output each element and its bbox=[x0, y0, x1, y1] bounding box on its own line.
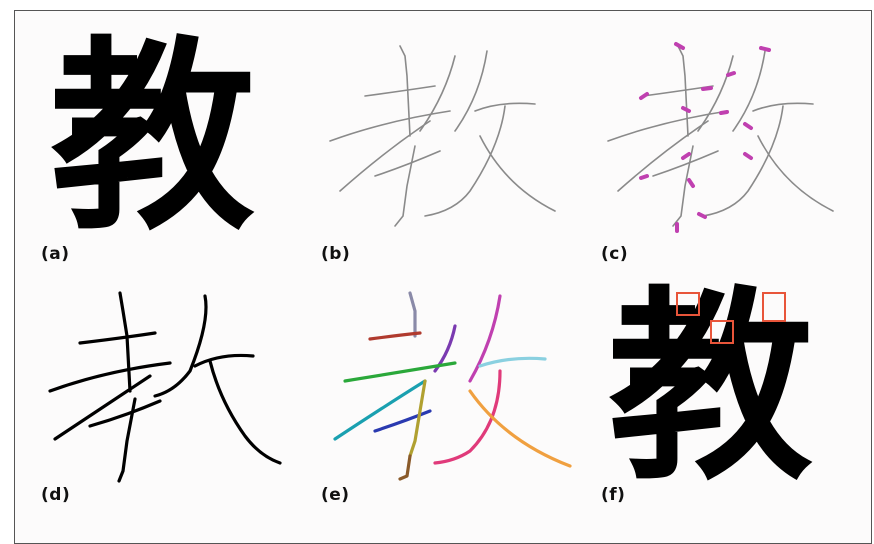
stroke-lightblue bbox=[478, 356, 547, 368]
highlight-box-3 bbox=[762, 292, 786, 322]
highlight-box-2 bbox=[710, 320, 734, 344]
figure-frame: 教 (a) (b) bbox=[14, 10, 872, 544]
glyph-character-a: 教 bbox=[50, 18, 255, 258]
panel-e: (e) bbox=[315, 281, 595, 531]
highlight-boxes bbox=[676, 292, 786, 344]
panel-label-b: (b) bbox=[321, 244, 351, 264]
stroke-blue bbox=[373, 409, 432, 433]
stroke-pink bbox=[433, 369, 502, 465]
stroke-red bbox=[368, 331, 422, 341]
highlight-box-1 bbox=[676, 292, 700, 316]
skeleton-bold-drawing bbox=[48, 291, 282, 483]
endpoint-markers bbox=[639, 42, 771, 233]
stroke-purple bbox=[433, 324, 457, 373]
panel-label-d: (d) bbox=[41, 485, 71, 505]
panel-label-f: (f) bbox=[601, 485, 626, 505]
panel-a: 教 (a) bbox=[35, 26, 315, 276]
stroke-magenta bbox=[468, 294, 502, 383]
panel-label-a: (a) bbox=[41, 244, 70, 264]
panel-label-e: (e) bbox=[321, 485, 350, 505]
stroke-gray bbox=[408, 291, 417, 338]
stroke-green bbox=[343, 361, 457, 383]
panel-f: 教 (f) bbox=[593, 281, 873, 531]
stroke-brown bbox=[398, 454, 412, 481]
panel-c: (c) bbox=[593, 26, 873, 276]
stroke-teal bbox=[333, 379, 427, 441]
glyph-character-f: 教 bbox=[608, 268, 813, 508]
skeleton-thin-drawing bbox=[329, 45, 556, 227]
panel-b: (b) bbox=[315, 26, 595, 276]
stroke-olive bbox=[408, 379, 427, 458]
skeleton-endpoints-drawing bbox=[607, 42, 834, 233]
panel-d: (d) bbox=[35, 281, 315, 531]
panel-label-c: (c) bbox=[601, 244, 629, 264]
colored-strokes-drawing bbox=[333, 291, 572, 481]
stroke-orange bbox=[468, 389, 572, 468]
